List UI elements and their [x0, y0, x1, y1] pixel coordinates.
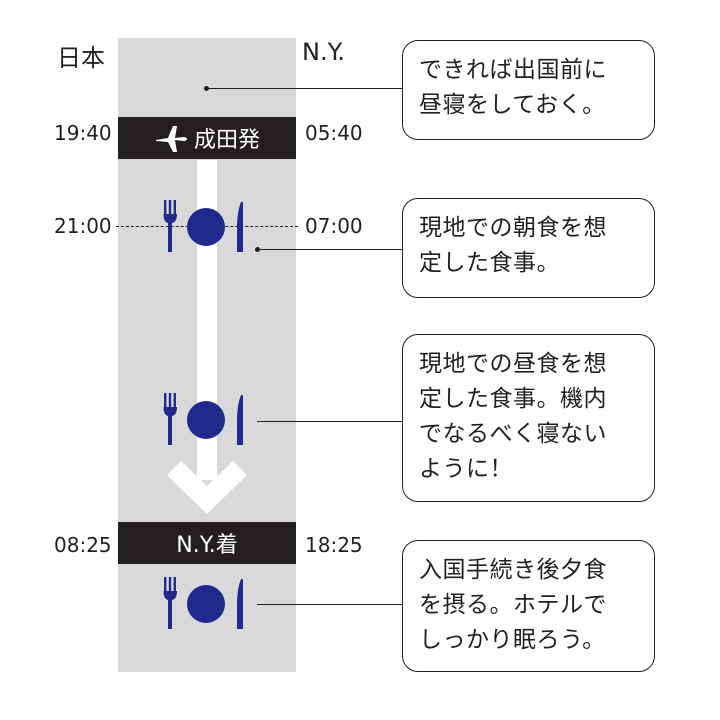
meal-icon-2 — [163, 393, 243, 445]
column-japan: 日本 — [57, 44, 105, 72]
meal1-time-japan: 21:00 — [54, 214, 112, 238]
departure-band: 成田発 — [118, 117, 296, 159]
fork-icon — [163, 577, 177, 629]
knife-icon — [237, 394, 243, 445]
departure-time-japan: 19:40 — [54, 121, 112, 145]
plate-icon — [187, 208, 225, 246]
airplane-icon — [155, 126, 187, 152]
fork-icon — [163, 393, 177, 445]
leader-3 — [257, 421, 402, 422]
knife-icon — [237, 578, 243, 629]
note-bubble-4: 入国手続き後夕食 を摂る。ホテルで しっかり眠ろう。 — [402, 540, 655, 672]
leader-1 — [206, 88, 402, 89]
note-bubble-1: できれば出国前に 昼寝をしておく。 — [402, 40, 655, 140]
arrow-head — [167, 460, 247, 514]
meal1-time-ny: 07:00 — [305, 214, 363, 238]
note-bubble-2: 現地での朝食を想 定した食事。 — [402, 198, 655, 298]
departure-label: 成田発 — [193, 128, 260, 153]
plate-icon — [187, 585, 225, 623]
plate-icon — [187, 401, 225, 439]
leader-4 — [257, 604, 402, 605]
arrival-band: N.Y.着 — [118, 522, 296, 564]
departure-time-ny: 05:40 — [305, 121, 363, 145]
leader-2 — [257, 249, 402, 250]
column-ny: N.Y. — [302, 38, 346, 66]
arrival-label: N.Y.着 — [176, 533, 238, 558]
arrival-time-ny: 18:25 — [305, 533, 363, 557]
meal-icon-3 — [163, 577, 243, 629]
knife-icon — [237, 201, 243, 252]
meal-icon-1 — [163, 200, 243, 252]
note-bubble-3: 現地での昼食を想 定した食事。機内 でなるべく寝ない ように！ — [402, 334, 655, 502]
fork-icon — [163, 200, 177, 252]
arrival-time-japan: 08:25 — [54, 533, 112, 557]
